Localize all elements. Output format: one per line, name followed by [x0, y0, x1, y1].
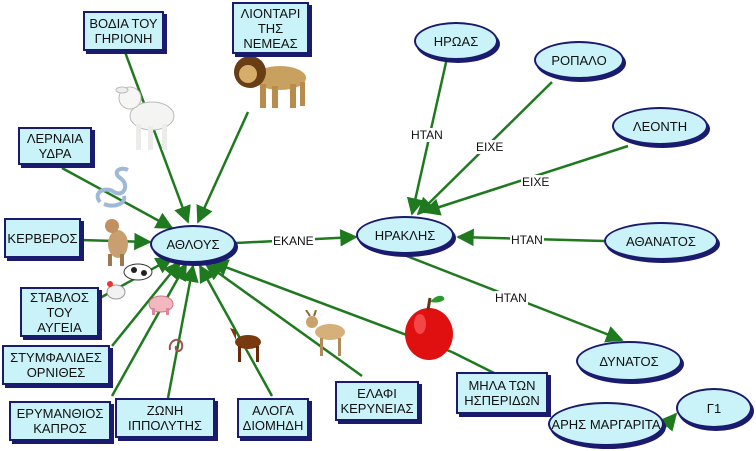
box-lernaia[interactable]: ΛΕΡΝΑΙΑ ΥΔΡΑ [18, 127, 92, 165]
box-zoni[interactable]: ΖΩΝΗ ΙΠΠΟΛΥΤΗΣ [115, 398, 215, 438]
link-erymanthios [110, 262, 188, 397]
oval-athlous[interactable]: ΑΘΛΟΥΣ [150, 225, 236, 263]
oval-aris[interactable]: ΑΡΗΣ ΜΑΡΓΑΡΙΤΑ [548, 402, 664, 446]
box-stavlos[interactable]: ΣΤΑΒΛΟΣ ΤΟΥ ΑΥΓΕΙΑ [20, 287, 99, 337]
oval-g1[interactable]: Γ1 [676, 388, 752, 428]
hydra-icon [95, 166, 129, 208]
label-itan-athanatos: ΗΤΑΝ [510, 233, 544, 247]
box-aloga[interactable]: ΑΛΟΓΑ ΔΙΟΜΗΔΗ [237, 398, 309, 438]
box-elafi[interactable]: ΕΛΑΦΙ ΚΕΡΥΝΕΙΑΣ [335, 381, 419, 421]
oval-iroas[interactable]: ΗΡΩΑΣ [414, 22, 498, 60]
link-stymfalides [111, 260, 182, 347]
link-lernaia [61, 166, 174, 230]
label-ekane: ΕΚΑΝΕ [272, 234, 315, 248]
link-zoni [166, 264, 199, 399]
label-eixe-leonti: ΕΙΧΕ [521, 175, 551, 189]
label-itan-dynatos: ΗΤΑΝ [494, 291, 528, 305]
oval-dynatos[interactable]: ΔΥΝΑΤΟΣ [576, 341, 682, 381]
box-liontari[interactable]: ΛΙΟΝΤΑΡΙ ΤΗΣ ΝΕΜΕΑΣ [232, 2, 309, 54]
oval-ropalo[interactable]: ΡΟΠΑΛΟ [534, 41, 624, 79]
oval-iraklis[interactable]: ΗΡΑΚΛΗΣ [356, 216, 454, 254]
box-vodia[interactable]: ΒΟΔΙΑ ΤΟΥ ΓΗΡΙΟΝΗ [83, 11, 164, 51]
label-eixe-ropalo: ΕΙΧΕ [475, 140, 505, 154]
lion-icon [234, 56, 306, 108]
cerberus-icon [105, 219, 128, 266]
horse-icon [230, 328, 261, 362]
oval-leonti[interactable]: ΛΕΟΝΤΗ [612, 107, 708, 145]
box-erymanthios[interactable]: ΕΡΥΜΑΝΘΙΟΣ ΚΑΠΡΟΣ [9, 401, 111, 441]
label-itan-iroas: ΗΤΑΝ [410, 128, 444, 142]
cow-and-hen-icon [106, 263, 153, 300]
link-vodia [123, 51, 191, 224]
box-kerveros[interactable]: ΚΕΡΒΕΡΟΣ [4, 218, 81, 258]
link-liontari [196, 111, 250, 224]
apple-icon [405, 295, 453, 360]
lamb-icon [115, 86, 175, 150]
oval-athanatos[interactable]: ΑΘΑΝΑΤΟΣ [604, 222, 718, 260]
box-stymfalides[interactable]: ΣΤΥΜΦΑΛΙΔΕΣ ΟΡΝΙΘΕΣ [2, 345, 110, 385]
link-elafi [204, 262, 363, 378]
belt-icon [168, 338, 184, 352]
pig-icon [148, 295, 174, 315]
box-mila[interactable]: ΜΗΛΑ ΤΩΝ ΗΣΠΕΡΙΔΩΝ [456, 372, 548, 414]
link-g1 [659, 412, 678, 432]
deer-icon [305, 310, 345, 356]
